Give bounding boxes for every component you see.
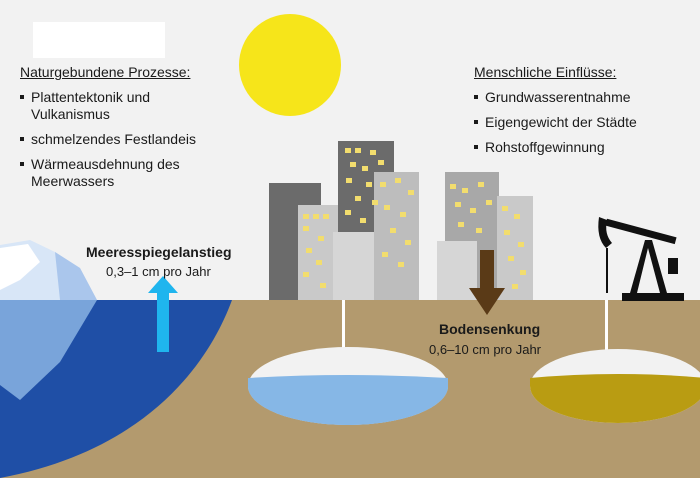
arrow-up-icon	[148, 276, 178, 352]
list-item: Wärmeausdehnung des Meerwassers	[20, 156, 205, 190]
list-item: schmelzendes Festlandeis	[20, 131, 205, 148]
groundwater-aquifer	[248, 347, 448, 425]
sea-rise-rate: 0,3–1 cm pro Jahr	[106, 264, 211, 279]
list-item: Rohstoffgewinnung	[474, 139, 674, 156]
human-heading: Menschliche Einflüsse:	[474, 64, 617, 80]
natural-list: Plattentektonik und Vulkanismus schmelze…	[20, 89, 205, 198]
natural-heading: Naturgebundene Prozesse:	[20, 64, 191, 80]
list-item: Eigengewicht der Städte	[474, 114, 674, 131]
arrow-down-icon	[469, 250, 505, 315]
sea-rise-title: Meeresspiegelanstieg	[86, 244, 232, 260]
oil-pump-icon	[598, 217, 684, 301]
white-box	[33, 22, 165, 58]
list-item: Grundwasserentnahme	[474, 89, 674, 106]
list-item: Plattentektonik und Vulkanismus	[20, 89, 205, 123]
oil-pipe	[605, 300, 608, 352]
human-list: Grundwasserentnahme Eigengewicht der Stä…	[474, 89, 674, 164]
iceberg-icon	[0, 240, 97, 400]
subsidence-title: Bodensenkung	[439, 321, 541, 337]
city-buildings	[269, 141, 533, 300]
sun-icon	[239, 14, 341, 116]
well-pipe	[342, 300, 345, 352]
oil-reservoir	[530, 349, 700, 423]
subsidence-rate: 0,6–10 cm pro Jahr	[429, 342, 542, 357]
